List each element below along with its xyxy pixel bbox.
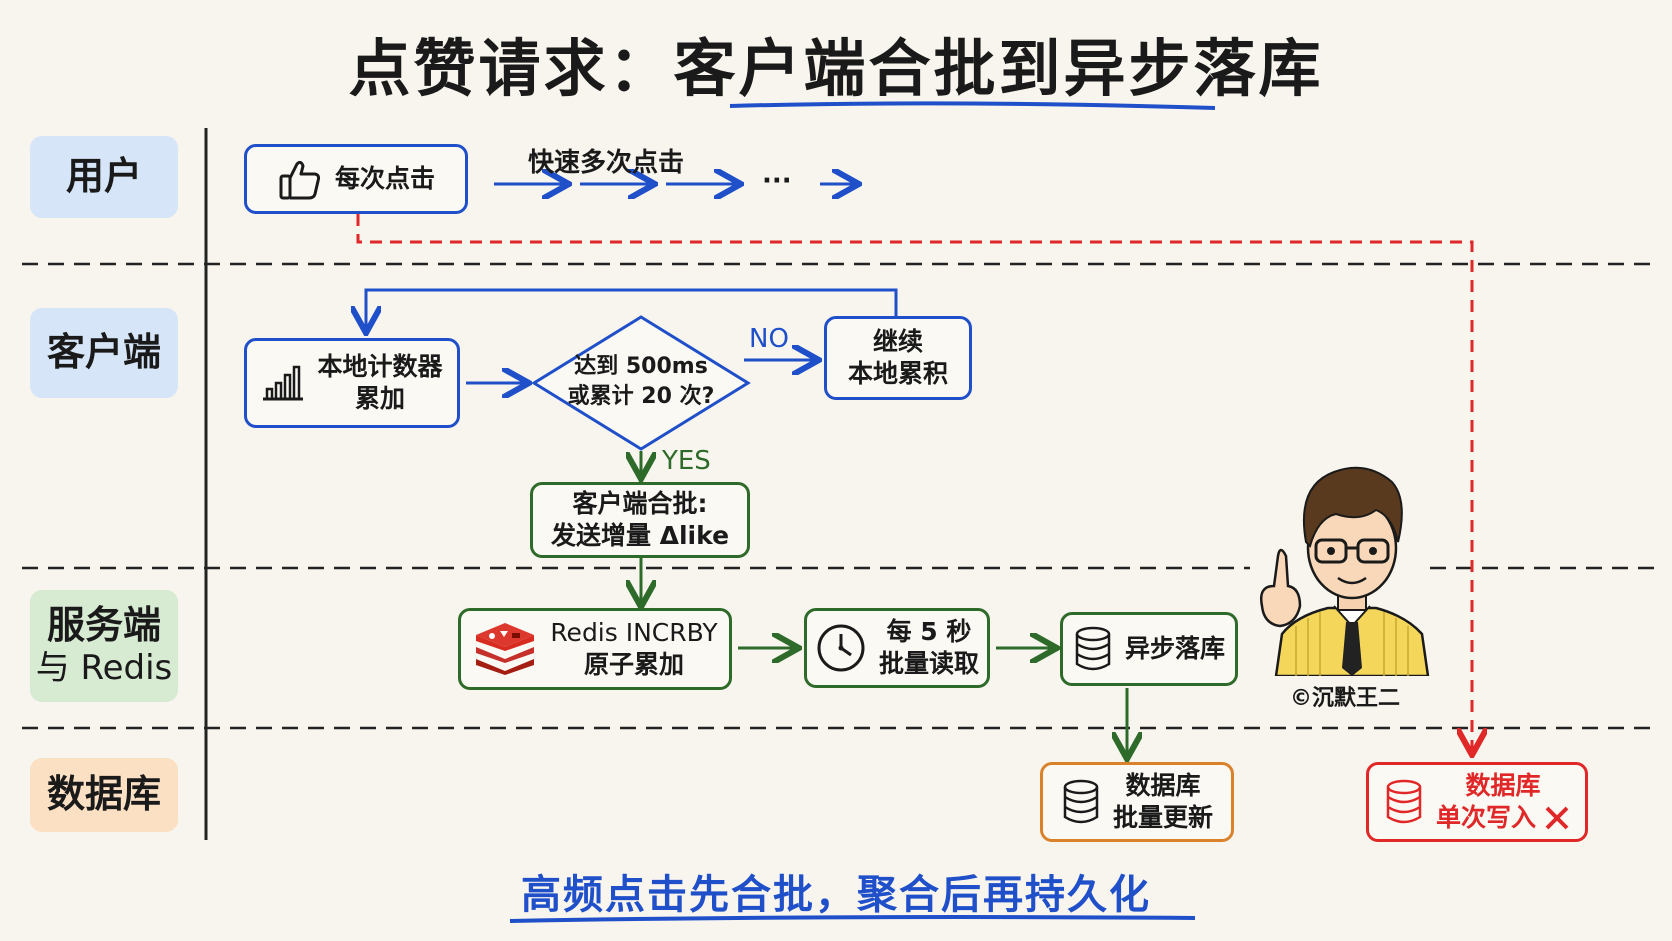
decision-text: 达到 500ms 或累计 20 次?	[567, 354, 715, 409]
footer-underline	[509, 915, 1196, 923]
click-box: 每次点击	[244, 144, 468, 214]
bar-chart-icon	[261, 363, 305, 403]
db-single-write-box: 数据库 单次写入	[1366, 762, 1588, 842]
database-icon	[1061, 779, 1101, 825]
presenter-character-illustration	[1260, 466, 1430, 676]
title-underline	[729, 101, 1216, 110]
lane-label-db: 数据库	[30, 758, 178, 832]
client-batch-box: 客户端合批: 发送增量 Δlike	[530, 482, 750, 558]
redis-incrby-box: Redis INCRBY 原子累加	[458, 608, 732, 690]
async-write-box: 异步落库	[1060, 612, 1238, 686]
single-write-path	[356, 214, 1472, 752]
no-label: NO	[749, 324, 789, 354]
db-batch-update-box: 数据库 批量更新	[1040, 762, 1234, 842]
lane-label-user: 用户	[30, 136, 178, 218]
footer-summary: 高频点击先合批，聚合后再持久化	[521, 872, 1151, 918]
rapid-click-label: 快速多次点击	[528, 148, 685, 178]
thumbs-up-icon	[277, 156, 323, 202]
credit: ©沉默王二	[1290, 686, 1401, 711]
redis-logo-icon	[472, 623, 538, 675]
clock-icon	[815, 622, 867, 674]
continue-box: 继续 本地累积	[824, 316, 972, 400]
database-icon	[1384, 779, 1424, 825]
database-icon	[1073, 626, 1113, 672]
ellipsis: ···	[762, 166, 792, 196]
local-counter-box: 本地计数器 累加	[244, 338, 460, 428]
loop-back-arrow	[366, 288, 898, 330]
lane-label-server: 服务端 与 Redis	[30, 590, 178, 702]
page-title: 点赞请求：客户端合批到异步落库	[348, 32, 1324, 105]
yes-label: YES	[662, 446, 711, 476]
periodic-read-box: 每 5 秒 批量读取	[804, 608, 990, 688]
lane-label-client: 客户端	[30, 308, 178, 398]
x-mark-icon	[1544, 805, 1570, 831]
decision-diamond	[531, 315, 751, 451]
